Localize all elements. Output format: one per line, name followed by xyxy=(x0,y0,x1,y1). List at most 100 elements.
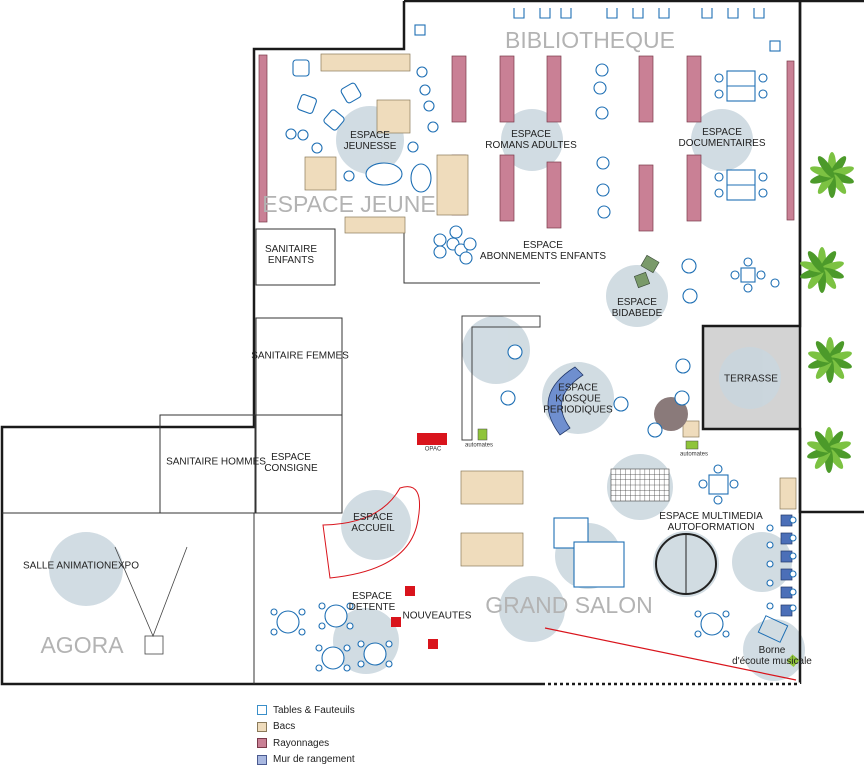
space-accueil: ESPACE ACCUEIL xyxy=(351,512,394,534)
legend-item: Bacs xyxy=(257,719,355,736)
space-multimedia: ESPACE MULTIMEDIA AUTOFORMATION xyxy=(659,511,763,533)
automate-2 xyxy=(686,441,698,449)
furniture-piece xyxy=(759,173,767,181)
space-romans-adultes: ESPACE ROMANS ADULTES xyxy=(485,129,577,151)
furniture-piece xyxy=(316,665,322,671)
furniture-piece xyxy=(344,645,350,651)
furniture-piece xyxy=(508,345,522,359)
legend-label: Mur de rangement xyxy=(273,754,355,765)
zone-bibliotheque: BIBLIOTHEQUE xyxy=(505,28,675,52)
legend: Tables & Fauteuils Bacs Rayonnages Mur d… xyxy=(257,702,355,768)
furniture-piece xyxy=(366,163,402,185)
furniture-piece xyxy=(322,647,344,669)
furniture-piece xyxy=(277,611,299,633)
room-terrasse: TERRASSE xyxy=(724,374,778,385)
furniture-piece xyxy=(297,94,318,115)
automate-1 xyxy=(478,429,487,440)
furniture-piece xyxy=(325,605,347,627)
legend-label: Bacs xyxy=(273,721,295,732)
furniture-piece xyxy=(790,571,796,577)
furniture-piece xyxy=(594,82,606,94)
furniture-piece xyxy=(271,609,277,615)
furniture-piece xyxy=(312,143,322,153)
furniture-piece xyxy=(574,542,624,587)
furniture-piece xyxy=(790,553,796,559)
furniture-piece xyxy=(434,246,446,258)
furniture-piece xyxy=(286,129,296,139)
furniture-piece xyxy=(597,157,609,169)
space-borne: Borne d'écoute musicale xyxy=(732,645,812,667)
legend-swatch-rayonnages xyxy=(257,738,267,748)
furniture-piece xyxy=(299,629,305,635)
furniture-piece xyxy=(715,189,723,197)
furniture-piece xyxy=(340,82,362,104)
furniture-piece xyxy=(424,101,434,111)
furniture-piece xyxy=(715,173,723,181)
furniture-piece xyxy=(790,535,796,541)
furniture-piece xyxy=(316,645,322,651)
furniture-piece xyxy=(450,226,462,238)
furniture-piece xyxy=(767,580,773,586)
zone-grand-salon: GRAND SALON xyxy=(485,593,652,617)
label-automates-1: automates xyxy=(465,443,493,450)
furniture-piece xyxy=(759,74,767,82)
furniture-piece xyxy=(767,525,773,531)
furniture-piece xyxy=(319,623,325,629)
furniture-piece xyxy=(699,480,707,488)
furniture-piece xyxy=(420,85,430,95)
furniture-piece xyxy=(715,90,723,98)
furniture-piece xyxy=(597,184,609,196)
furniture-piece xyxy=(386,641,392,647)
furniture-piece xyxy=(767,542,773,548)
legend-item: Tables & Fauteuils xyxy=(257,702,355,719)
furniture-piece xyxy=(364,643,386,665)
furniture-piece xyxy=(683,289,697,303)
plants xyxy=(799,152,855,473)
furniture-piece xyxy=(754,8,764,18)
furniture-piece xyxy=(428,122,438,132)
furniture-piece xyxy=(501,391,515,405)
furniture-piece xyxy=(659,8,669,18)
legend-label: Rayonnages xyxy=(273,738,329,749)
furniture-piece xyxy=(464,238,476,250)
furniture-piece xyxy=(344,665,350,671)
space-jeunesse: ESPACE JEUNESSE xyxy=(344,130,397,152)
furniture-piece xyxy=(540,8,550,18)
furniture-piece xyxy=(715,74,723,82)
furniture-piece xyxy=(767,561,773,567)
legend-swatch-bacs xyxy=(257,722,267,732)
furniture-piece xyxy=(714,465,722,473)
furniture-piece xyxy=(767,603,773,609)
furniture-piece xyxy=(347,623,353,629)
space-kiosque: ESPACE KIOSQUE PERIODIQUES xyxy=(543,383,612,416)
furniture-piece xyxy=(358,661,364,667)
furniture-piece xyxy=(744,258,752,266)
furniture-piece xyxy=(596,107,608,119)
room-sanitaire-enfants: SANITAIRE ENFANTS xyxy=(265,244,317,266)
furniture-piece xyxy=(386,661,392,667)
furniture-piece xyxy=(298,130,308,140)
furniture-piece xyxy=(607,8,617,18)
room-espace-consigne: ESPACE CONSIGNE xyxy=(264,452,317,474)
furniture-piece xyxy=(676,359,690,373)
furniture-piece xyxy=(771,279,779,287)
furniture-piece xyxy=(293,60,309,76)
furniture-piece xyxy=(730,480,738,488)
furniture-piece xyxy=(759,90,767,98)
furniture-piece xyxy=(790,605,796,611)
furniture-piece xyxy=(741,268,755,282)
furniture-piece xyxy=(757,271,765,279)
zone-agora: AGORA xyxy=(40,633,123,657)
space-detente: ESPACE DETENTE xyxy=(349,591,396,613)
legend-swatch-mur xyxy=(257,755,267,765)
room-sanitaire-femmes: SANITAIRE FEMMES xyxy=(251,351,349,362)
furniture-piece xyxy=(702,8,712,18)
furniture-piece xyxy=(299,609,305,615)
furniture-piece xyxy=(271,629,277,635)
furniture-piece xyxy=(415,25,425,35)
furniture-piece xyxy=(417,67,427,77)
furniture-piece xyxy=(695,631,701,637)
furniture-piece xyxy=(682,259,696,273)
furniture-piece xyxy=(514,8,524,18)
space-nouveautes: NOUVEAUTES xyxy=(403,611,472,622)
